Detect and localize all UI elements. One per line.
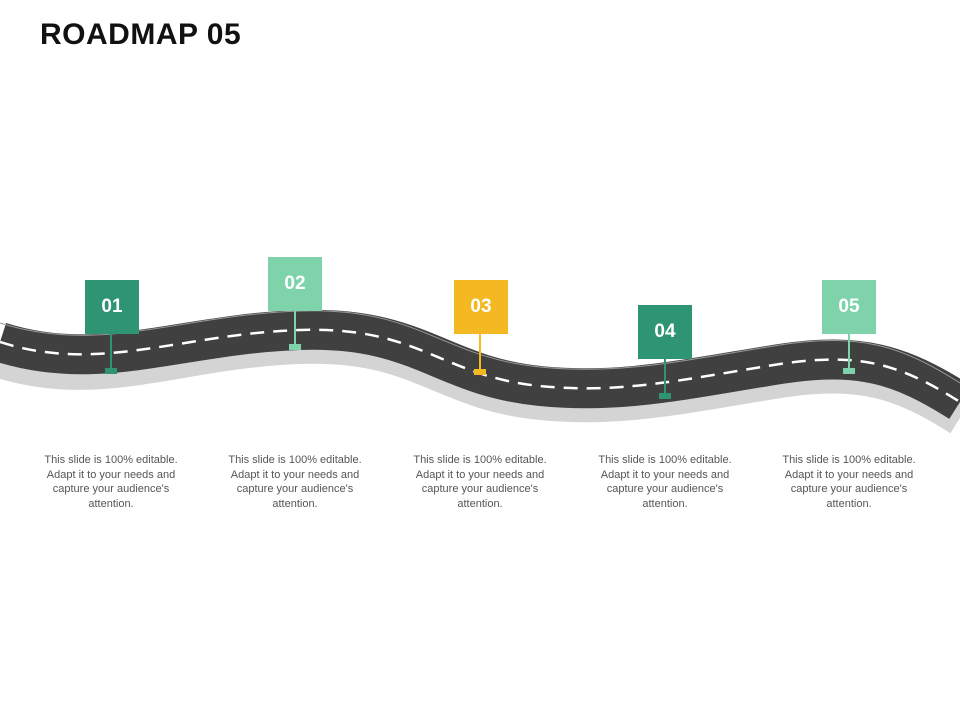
road-edge-top — [0, 310, 960, 384]
flag-pole — [479, 334, 481, 371]
step-flag: 04 — [638, 305, 692, 359]
step-flag: 02 — [268, 257, 322, 311]
step-description: This slide is 100% editable. Adapt it to… — [44, 454, 178, 510]
step-flag: 03 — [454, 280, 508, 334]
step-description: This slide is 100% editable. Adapt it to… — [228, 454, 362, 510]
step-description: This slide is 100% editable. Adapt it to… — [598, 454, 732, 510]
flag-pole-base — [659, 393, 671, 399]
flag-pole — [110, 334, 112, 370]
flag-pole-base — [474, 369, 486, 375]
page-title: ROADMAP 05 — [40, 18, 242, 51]
flag-pole-base — [289, 344, 301, 350]
flag-pole — [848, 334, 850, 370]
step-description: This slide is 100% editable. Adapt it to… — [413, 454, 547, 510]
flag-pole-base — [843, 368, 855, 374]
step-flag: 01 — [85, 280, 139, 334]
flag-pole-base — [105, 368, 117, 374]
flag-pole — [664, 359, 666, 395]
step-description: This slide is 100% editable. Adapt it to… — [782, 454, 916, 510]
step-flag: 05 — [822, 280, 876, 334]
road-lane-markings — [0, 328, 960, 404]
flag-pole — [294, 311, 296, 346]
